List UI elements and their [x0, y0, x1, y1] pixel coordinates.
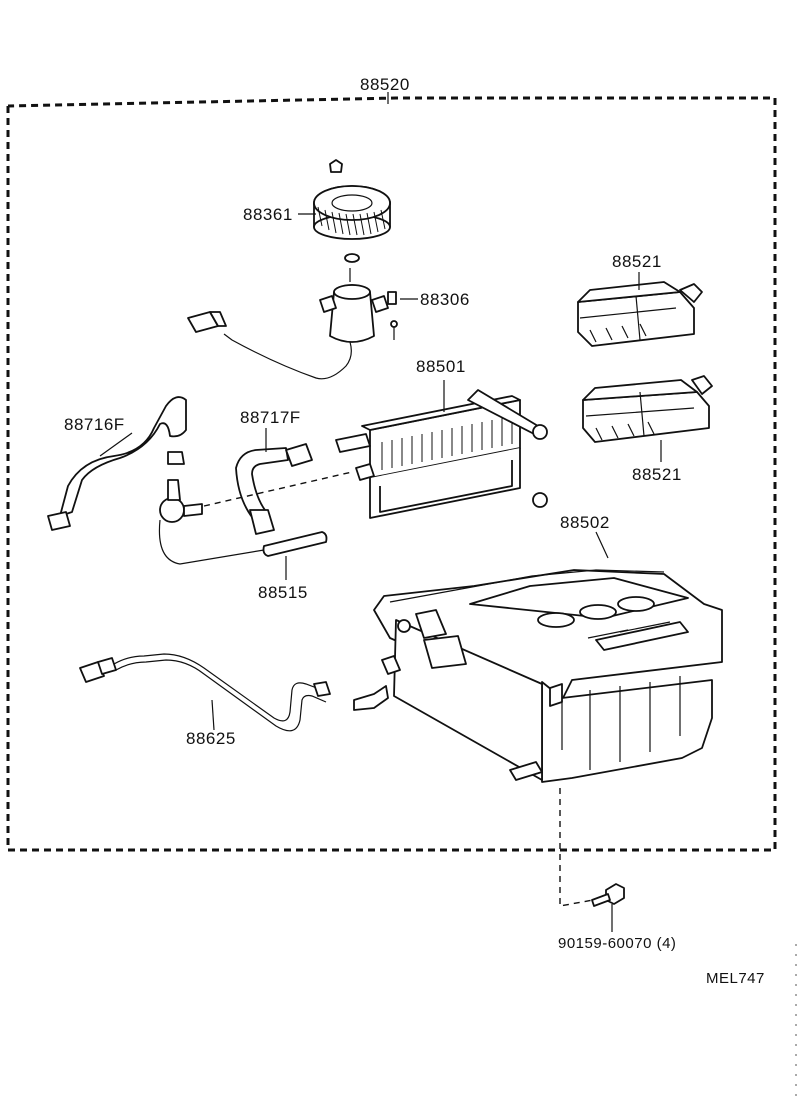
- cover-upper-label[interactable]: 88521: [612, 252, 662, 271]
- screw[interactable]: [591, 883, 625, 907]
- liquid-tube[interactable]: [235, 443, 313, 535]
- blower-fan-label[interactable]: 88361: [243, 205, 293, 224]
- thermistor-label[interactable]: 88515: [258, 583, 308, 602]
- cover-lower-label[interactable]: 88521: [632, 465, 682, 484]
- cooler-unit-cover-lower[interactable]: [582, 375, 713, 443]
- cooler-unit-cover-upper[interactable]: [577, 281, 703, 347]
- expansion-valve[interactable]: [159, 479, 203, 523]
- wire-harness-label[interactable]: 88625: [186, 729, 236, 748]
- evaporator[interactable]: [335, 389, 548, 519]
- blower-motor[interactable]: [187, 268, 398, 380]
- assembly-boundary: [6, 92, 777, 852]
- assembly-label[interactable]: 88520: [360, 75, 410, 94]
- blower-motor-label[interactable]: 88306: [420, 290, 470, 309]
- screw-label[interactable]: 90159-60070 (4): [558, 935, 676, 952]
- suction-tube[interactable]: [47, 396, 187, 531]
- cooler-case[interactable]: [353, 569, 723, 783]
- wire-harness[interactable]: [79, 653, 331, 732]
- catalog-code: MEL747: [706, 970, 765, 987]
- blower-fan[interactable]: [313, 159, 391, 263]
- thermistor[interactable]: [262, 531, 328, 557]
- cooler-case-label[interactable]: 88502: [560, 513, 610, 532]
- evaporator-label[interactable]: 88501: [416, 357, 466, 376]
- liquid-tube-label[interactable]: 88717F: [240, 408, 301, 427]
- suction-tube-label[interactable]: 88716F: [64, 415, 125, 434]
